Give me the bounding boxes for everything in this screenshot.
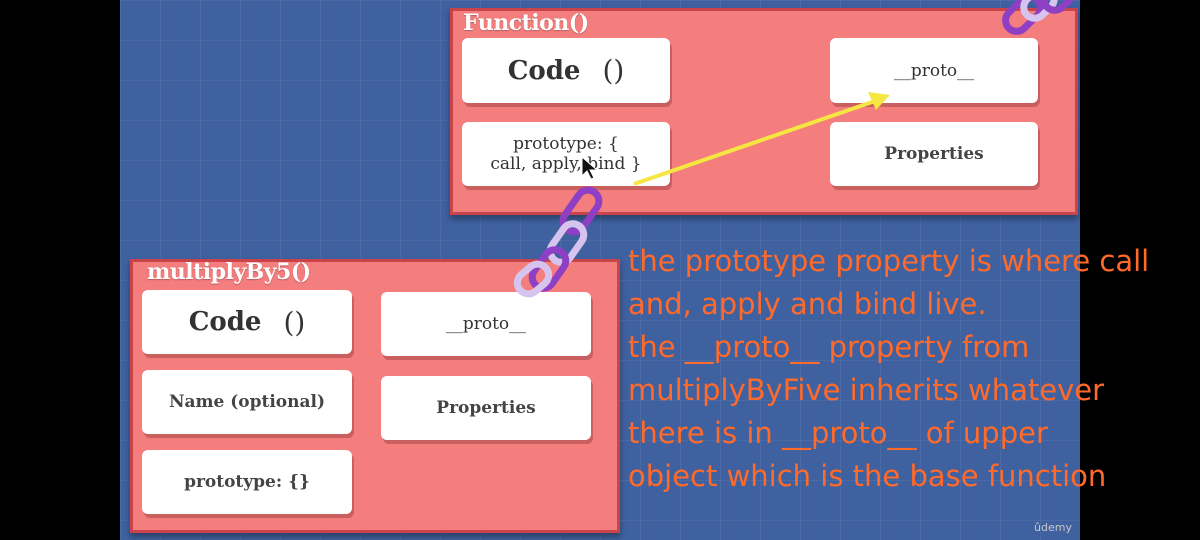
- top-chain-icon: [1002, 0, 1078, 35]
- prototype-line-1: prototype: {: [513, 134, 619, 154]
- multiply-prototype-card: prototype: {}: [142, 450, 352, 514]
- properties-label: Properties: [436, 398, 536, 418]
- code-label: Code: [507, 55, 581, 86]
- function-code-card: Code (): [462, 38, 670, 103]
- cursor-icon: [581, 155, 599, 180]
- connecting-chain-icon: [513, 186, 603, 298]
- function-proto-card: __proto__: [830, 38, 1038, 103]
- proto-label: __proto__: [893, 60, 975, 81]
- code-parens: (): [283, 305, 306, 339]
- prototype-line-2: call, apply, bind }: [490, 154, 642, 174]
- multiply-title: multiplyBy5(): [147, 259, 311, 285]
- properties-label: Properties: [884, 144, 984, 164]
- function-properties-card: Properties: [830, 122, 1038, 186]
- prototype-label: prototype: {}: [184, 472, 310, 492]
- multiply-properties-card: Properties: [381, 376, 591, 440]
- diagram-overlay: [513, 0, 1078, 298]
- udemy-watermark: ûdemy: [1034, 521, 1072, 534]
- annotation-text: the prototype property is where call and…: [628, 244, 1150, 493]
- function-title: Function(): [463, 10, 589, 36]
- proto-label: __proto__: [445, 314, 527, 334]
- code-parens: (): [602, 54, 625, 87]
- multiply-code-card: Code (): [142, 290, 352, 354]
- code-label: Code: [188, 307, 262, 337]
- multiply-name-card: Name (optional): [142, 370, 352, 434]
- inheritance-arrow: [633, 92, 890, 186]
- slide-canvas: Function() Code () __proto__ prototype: …: [120, 0, 1080, 540]
- name-label: Name (optional): [168, 392, 326, 412]
- function-prototype-card: prototype: { call, apply, bind }: [462, 122, 670, 186]
- multiply-proto-card: __proto__: [381, 292, 591, 356]
